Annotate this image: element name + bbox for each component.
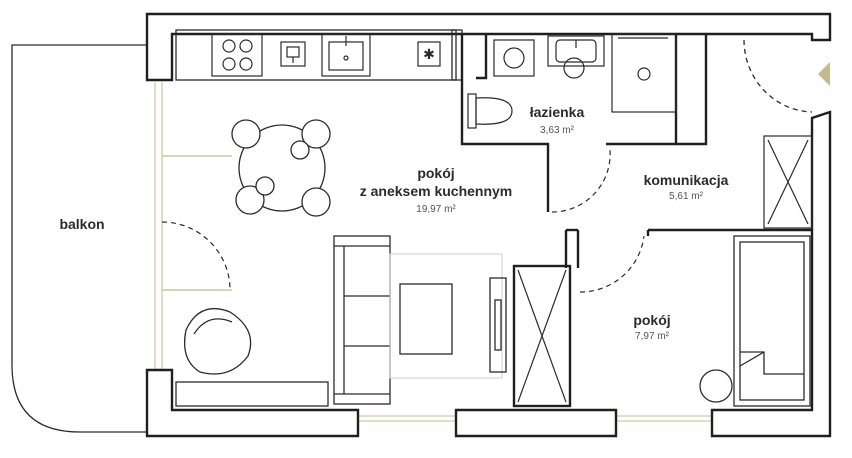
bedroom-door-swing [579,235,645,293]
interior-walls [460,34,812,408]
main-room-label-line2: z aneksem kuchennym [360,183,513,199]
balcony-window [154,82,163,370]
rug [389,253,503,379]
fridge [417,41,441,67]
kitchen-counter [175,29,463,81]
hallway-label: komunikacja [644,172,729,188]
bedroom-area: 7,97 m² [635,331,670,342]
bottom-window-right [616,415,712,422]
wardrobe-hallway [763,135,813,229]
balcony-outline [11,44,147,433]
bedroom-label: pokój [633,312,670,328]
outer-walls [145,12,832,438]
bed [733,235,811,407]
armchair [183,307,252,375]
tv-stand [489,277,507,373]
hallway-area: 5,61 m² [669,191,704,202]
bedside-table [699,369,733,403]
snowflake-icon: ✱ [423,47,435,63]
sideboard [175,381,329,407]
main-room-label-line1: pokój [417,165,454,181]
coffee-table [399,283,453,355]
bottom-window-left [358,415,456,422]
bathroom-label: łazienka [530,104,585,120]
entrance-arrow-icon [818,62,830,86]
dining-table [231,119,331,217]
entrance-door-swing [743,39,813,113]
sink-icon [321,33,371,77]
bathroom-area: 3,63 m² [540,125,575,136]
sofa [333,235,391,405]
main-room-area: 19,97 m² [416,204,456,215]
stove-icon [211,33,263,77]
bathroom-door-swing [551,149,611,213]
oven-icon [280,41,306,67]
wardrobe-living [517,269,567,403]
bathroom-sink [547,35,605,79]
balcony-door-swing [161,155,232,291]
balcony-label: balkon [59,216,104,232]
washing-machine [493,39,535,77]
shower [611,33,677,113]
toilet [467,93,513,129]
